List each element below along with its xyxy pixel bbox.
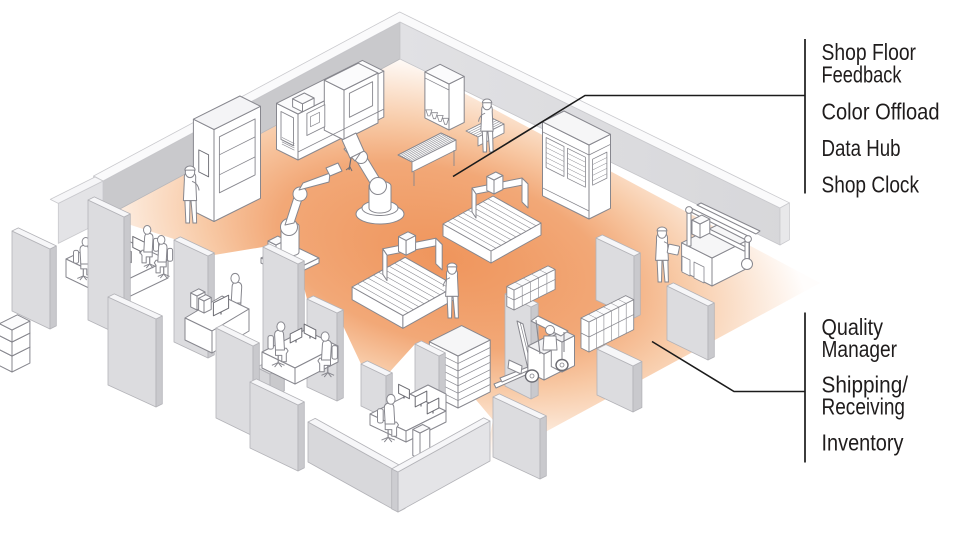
svg-text:Color Offload: Color Offload [822, 99, 940, 125]
svg-text:Shop Clock: Shop Clock [822, 172, 920, 198]
svg-text:Feedback: Feedback [822, 62, 902, 88]
svg-text:Shop Floor: Shop Floor [822, 39, 917, 65]
svg-text:Manager: Manager [822, 336, 898, 362]
svg-text:Shipping/: Shipping/ [822, 372, 909, 398]
svg-text:Inventory: Inventory [822, 430, 904, 456]
svg-text:Quality: Quality [822, 314, 884, 340]
svg-text:Data Hub: Data Hub [822, 135, 901, 161]
svg-text:Receiving: Receiving [822, 394, 906, 420]
